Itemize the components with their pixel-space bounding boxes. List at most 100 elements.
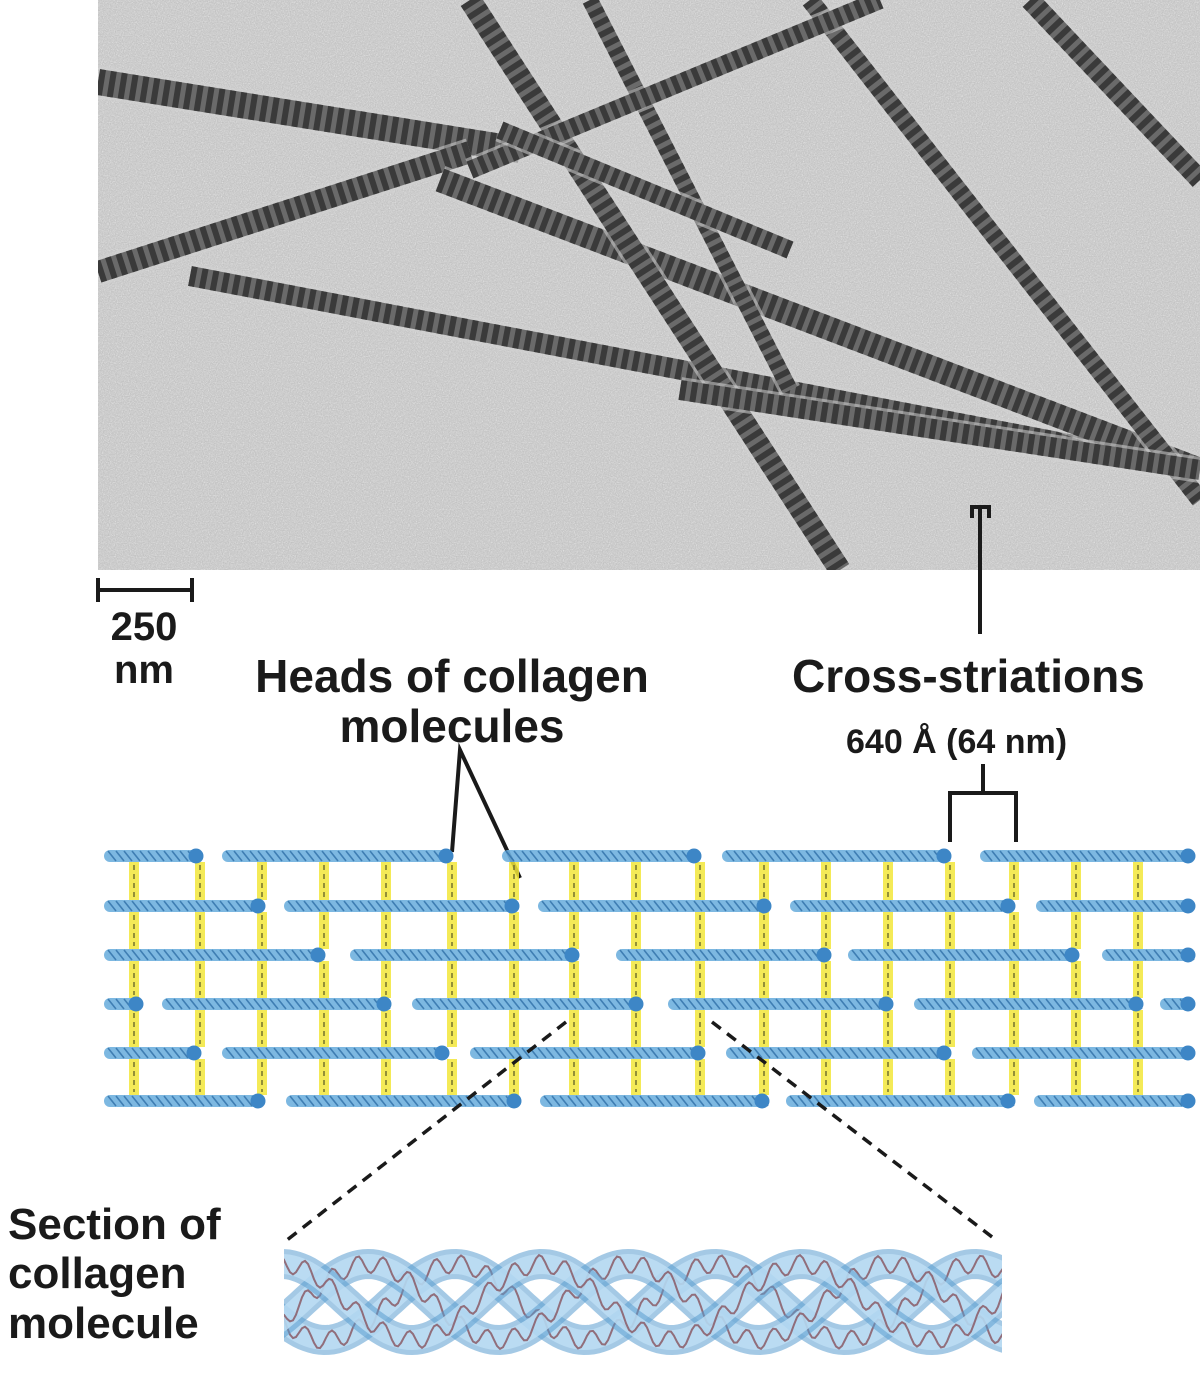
gap-region bbox=[945, 1010, 955, 1047]
collagen-molecule bbox=[972, 1045, 1196, 1061]
gap-region bbox=[1071, 961, 1081, 998]
collagen-molecule bbox=[668, 996, 894, 1012]
gap-region bbox=[319, 961, 329, 998]
collagen-molecule bbox=[616, 947, 832, 963]
molecule-head bbox=[1000, 1093, 1016, 1109]
gap-region bbox=[631, 912, 641, 949]
heads-label-line2: molecules bbox=[339, 699, 565, 752]
gap-region bbox=[1071, 1059, 1081, 1095]
helix-strand bbox=[284, 1248, 1002, 1356]
gap-region bbox=[695, 961, 705, 998]
molecule-head bbox=[564, 947, 580, 963]
collagen-fibrils bbox=[98, 0, 1200, 570]
fibril bbox=[434, 165, 1200, 485]
collagen-molecule bbox=[540, 1093, 770, 1109]
gap-region bbox=[319, 1010, 329, 1047]
molecule-head bbox=[756, 898, 772, 914]
gap-region bbox=[257, 912, 267, 949]
gap-region bbox=[129, 912, 139, 949]
collagen-molecule bbox=[1160, 996, 1196, 1012]
gap-region bbox=[129, 1059, 139, 1095]
molecule-head bbox=[438, 848, 454, 864]
molecule-head bbox=[1000, 898, 1016, 914]
collagen-molecule bbox=[980, 848, 1196, 864]
molecule-head bbox=[1180, 996, 1196, 1012]
molecule-head bbox=[1180, 898, 1196, 914]
gap-region bbox=[1133, 1059, 1143, 1095]
section-label: Section of collagen molecule bbox=[8, 1200, 221, 1348]
gap-region bbox=[381, 961, 391, 998]
gap-region bbox=[631, 961, 641, 998]
gap-region bbox=[1009, 912, 1019, 949]
collagen-molecule bbox=[786, 1093, 1016, 1109]
fibril bbox=[458, 0, 852, 570]
molecule-head bbox=[250, 1093, 266, 1109]
collagen-molecule bbox=[538, 898, 772, 914]
gap-region bbox=[759, 1010, 769, 1047]
molecule-head bbox=[878, 996, 894, 1012]
gap-region bbox=[195, 1010, 205, 1047]
gap-region bbox=[381, 1010, 391, 1047]
collagen-molecule bbox=[1036, 898, 1196, 914]
gap-region bbox=[631, 862, 641, 900]
gap-region bbox=[1009, 961, 1019, 998]
electron-micrograph bbox=[98, 0, 1200, 570]
gap-region bbox=[759, 862, 769, 900]
collagen-molecule bbox=[1102, 947, 1196, 963]
molecule-head bbox=[1180, 1045, 1196, 1061]
gap-region bbox=[1133, 862, 1143, 900]
gap-region bbox=[509, 1059, 519, 1095]
gap-region bbox=[319, 1059, 329, 1095]
gap-region bbox=[381, 862, 391, 900]
gap-region bbox=[509, 1010, 519, 1047]
scale-bar-value: 250 bbox=[110, 605, 178, 649]
gap-region bbox=[381, 1059, 391, 1095]
gap-region bbox=[759, 961, 769, 998]
gap-region bbox=[759, 1059, 769, 1095]
gap-region bbox=[509, 961, 519, 998]
helix-strand bbox=[284, 1248, 1002, 1356]
molecule-head bbox=[250, 898, 266, 914]
fibril bbox=[495, 118, 795, 262]
scale-bar-label: 250 nm bbox=[98, 605, 190, 692]
cross-striation-pointer bbox=[970, 505, 991, 634]
gap-region bbox=[447, 862, 457, 900]
gap-region bbox=[381, 912, 391, 949]
collagen-molecule bbox=[162, 996, 392, 1012]
collagen-molecule bbox=[104, 1093, 266, 1109]
gap-region bbox=[1133, 961, 1143, 998]
fibril bbox=[98, 66, 523, 166]
gap-region bbox=[1133, 912, 1143, 949]
gap-region bbox=[695, 862, 705, 900]
molecule-head bbox=[128, 996, 144, 1012]
gap-region bbox=[883, 961, 893, 998]
gap-region bbox=[883, 1059, 893, 1095]
fibril bbox=[800, 0, 1200, 508]
molecule-head bbox=[188, 848, 204, 864]
gap-region bbox=[1071, 862, 1081, 900]
triple-helix-section bbox=[284, 1248, 1002, 1356]
gap-region bbox=[945, 912, 955, 949]
gap-region bbox=[695, 1010, 705, 1047]
collagen-molecule bbox=[914, 996, 1144, 1012]
molecule-head bbox=[1128, 996, 1144, 1012]
collagen-molecule-array bbox=[104, 848, 1196, 1109]
gap-region bbox=[447, 1059, 457, 1095]
fibril bbox=[98, 138, 475, 286]
collagen-molecule bbox=[104, 898, 266, 914]
gap-region bbox=[1071, 912, 1081, 949]
fibril bbox=[678, 377, 1200, 483]
gap-region bbox=[509, 912, 519, 949]
zoom-lines bbox=[285, 1020, 998, 1242]
molecule-head bbox=[816, 947, 832, 963]
gap-region bbox=[195, 1059, 205, 1095]
molecule-head bbox=[628, 996, 644, 1012]
gap-region bbox=[129, 862, 139, 900]
gap-region bbox=[129, 1010, 139, 1047]
gap-region bbox=[569, 862, 579, 900]
gap-region bbox=[945, 961, 955, 998]
collagen-molecule bbox=[790, 898, 1016, 914]
collagen-molecule bbox=[470, 1045, 706, 1061]
collagen-molecule bbox=[286, 1093, 522, 1109]
